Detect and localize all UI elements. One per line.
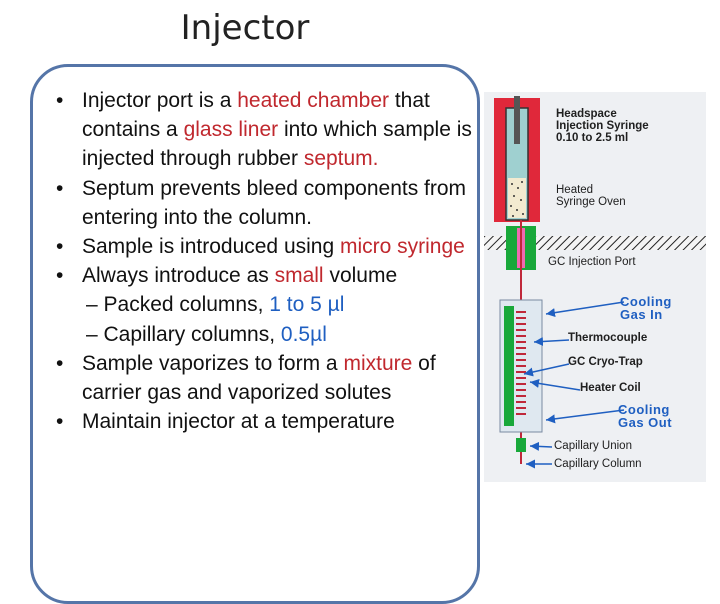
label-capillary-union: Capillary Union: [554, 440, 632, 452]
bullet-text: Maintain injector at a temperature: [82, 410, 395, 434]
injector-diagram-svg: [484, 96, 706, 469]
slide-title: Injector: [180, 8, 310, 48]
highlighted-text: micro syringe: [339, 235, 465, 259]
sub-bullet-item: – Capillary columns, 0.5µl: [56, 320, 476, 349]
highlighted-text: small: [274, 264, 324, 288]
bullet-list: • Injector port is a heated chamber that …: [56, 86, 476, 436]
bullet-text: Injector port is a: [82, 89, 238, 112]
label-cooling-in-2: Gas In: [620, 307, 663, 322]
bullet-item: • Maintain injector at a temperature: [56, 407, 476, 436]
highlighted-text: mixture: [343, 351, 413, 375]
injector-diagram: Headspace Injection Syringe 0.10 to 2.5 …: [484, 92, 706, 482]
bullet-text: into which sample is injected through ru…: [82, 118, 472, 171]
syringe-sample: [508, 178, 526, 218]
bullet-item: • Injector port is a heated chamber that …: [56, 86, 476, 174]
label-syringe-2: Injection Syringe: [556, 120, 649, 132]
bullet-dot: •: [56, 235, 64, 259]
label-cooling-out-2: Gas Out: [618, 415, 673, 430]
label-capillary-column: Capillary Column: [554, 458, 642, 470]
label-thermocouple: Thermocouple: [568, 332, 648, 344]
bullet-text: Always introduce as: [82, 264, 275, 288]
injection-port: [484, 236, 706, 250]
highlighted-text: 0.5µl: [280, 322, 327, 346]
bullet-text: Sample is introduced using: [82, 235, 340, 259]
bullet-item: • Septum prevents bleed components from e…: [56, 174, 476, 232]
bullet-item: • Always introduce as small volume: [56, 261, 476, 290]
syringe-plunger: [514, 96, 520, 144]
bullet-item: • Sample is introduced using micro syring…: [56, 232, 476, 261]
bullet-dot: •: [56, 89, 64, 112]
label-syringe-3: 0.10 to 2.5 ml: [556, 132, 629, 144]
sub-bullet-item: – Packed columns, 1 to 5 µl: [56, 290, 476, 319]
capillary-union: [516, 438, 526, 452]
label-port: GC Injection Port: [548, 256, 636, 268]
bullet-text: Septum prevents bleed components from en…: [82, 176, 467, 229]
highlighted-text: heated chamber: [237, 89, 390, 112]
label-cooling-in-1: Cooling: [620, 294, 672, 309]
highlighted-text: septum.: [303, 147, 379, 171]
label-oven-2: Syringe Oven: [556, 196, 626, 208]
label-heater-coil: Heater Coil: [580, 382, 641, 394]
bullet-text: of carrier gas and vaporized solutes: [82, 351, 436, 405]
bullet-dot: •: [56, 176, 64, 200]
label-oven-1: Heated: [556, 184, 594, 196]
highlighted-text: glass liner: [183, 118, 279, 142]
highlighted-text: 1 to 5 µl: [269, 293, 345, 317]
bullet-dot: •: [56, 351, 64, 375]
bullet-text: – Capillary columns,: [86, 322, 281, 346]
label-syringe-1: Headspace: [556, 108, 617, 120]
bullet-text: volume: [323, 264, 398, 288]
bullet-dot: •: [56, 410, 64, 434]
bullet-text: – Packed columns,: [86, 293, 270, 317]
bullet-text: that contains a: [82, 89, 430, 142]
bullet-item: • Sample vaporizes to form a mixture of c…: [56, 349, 476, 407]
bullet-dot: •: [56, 264, 64, 288]
label-cryo-trap: GC Cryo-Trap: [568, 356, 643, 368]
label-cooling-out-1: Cooling: [618, 402, 670, 417]
bullet-text: Sample vaporizes to form a: [82, 351, 344, 375]
